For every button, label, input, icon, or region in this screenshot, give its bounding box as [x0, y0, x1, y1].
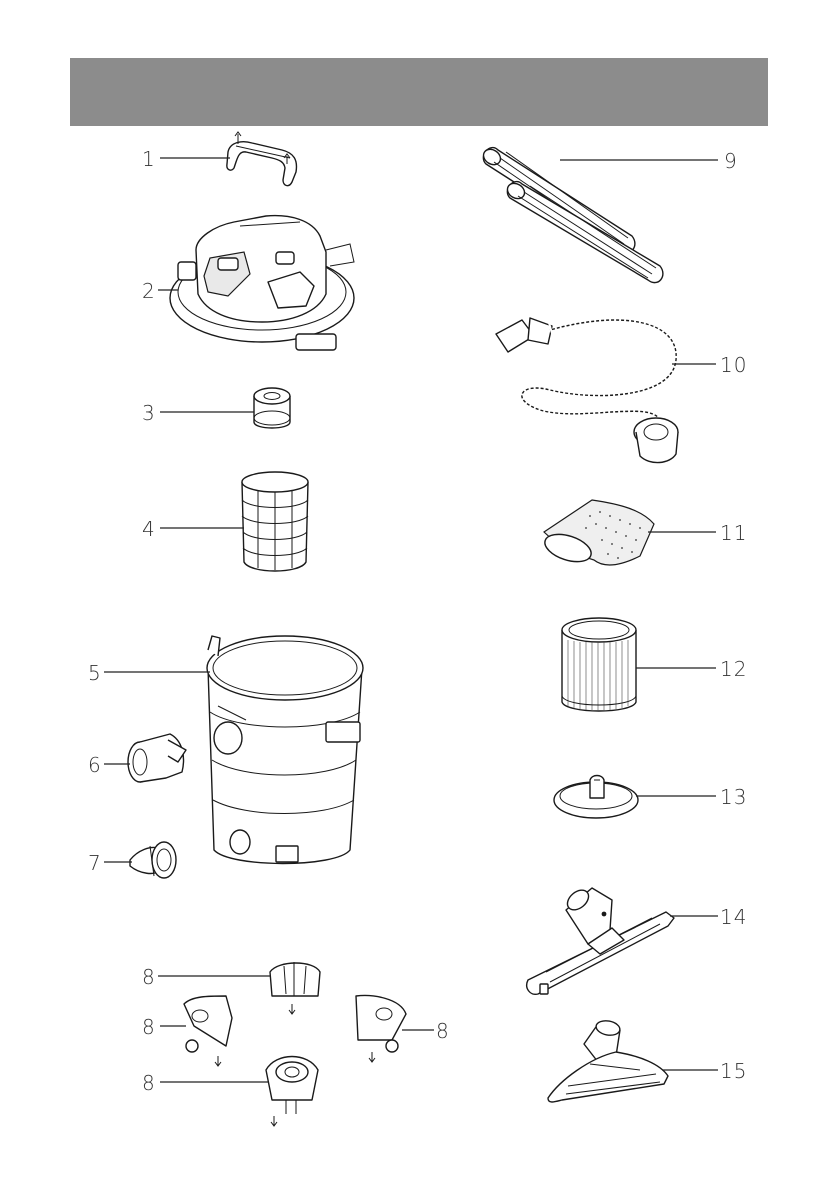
caster-icon	[356, 996, 406, 1062]
floor-nozzle-icon	[527, 886, 674, 994]
caster-icon	[270, 962, 320, 1014]
part-number-10: 10	[720, 353, 747, 377]
part-number-4: 4	[142, 517, 156, 541]
part-number-12: 12	[720, 657, 747, 681]
filter-cage-icon	[242, 472, 308, 571]
part-number-1: 1	[142, 147, 156, 171]
part-number-9: 9	[724, 149, 738, 173]
caster-icon	[184, 996, 232, 1066]
dust-bag-icon	[541, 500, 654, 567]
part-number-3: 3	[142, 401, 156, 425]
part-number-15: 15	[720, 1059, 747, 1083]
inlet-adapter-icon	[128, 734, 186, 782]
part-number-8d: 8	[142, 1071, 156, 1095]
part-number-8b: 8	[142, 1015, 156, 1039]
cartridge-filter-icon	[562, 618, 636, 711]
part-number-5: 5	[88, 661, 102, 685]
extension-wands-icon	[481, 146, 663, 282]
part-number-8c: 8	[436, 1019, 450, 1043]
drain-cap-icon	[130, 842, 176, 878]
part-number-2: 2	[142, 279, 156, 303]
part-number-8a: 8	[142, 965, 156, 989]
filter-lid-icon	[554, 776, 638, 819]
foam-filter-icon	[254, 388, 290, 428]
motor-head-icon	[170, 216, 354, 350]
utility-nozzle-icon	[548, 1019, 668, 1102]
tank-icon	[207, 636, 363, 864]
part-number-14: 14	[720, 905, 747, 929]
part-number-6: 6	[88, 753, 102, 777]
handle-icon	[227, 132, 297, 186]
hose-icon	[496, 318, 678, 463]
caster-icon	[266, 1057, 318, 1127]
part-number-7: 7	[88, 851, 102, 875]
part-number-11: 11	[720, 521, 747, 545]
part-number-13: 13	[720, 785, 747, 809]
